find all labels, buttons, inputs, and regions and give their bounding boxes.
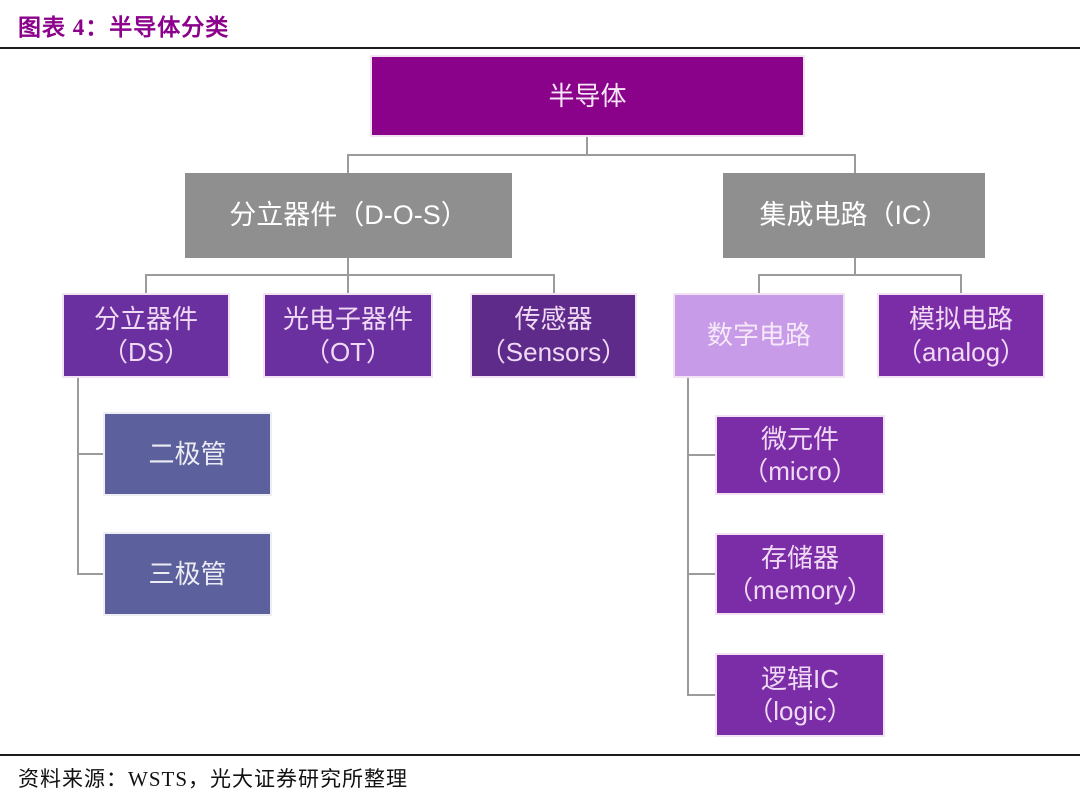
node-label: 传感器 [514, 304, 593, 334]
connector-line [347, 154, 856, 156]
node-sublabel: （micro） [742, 456, 858, 486]
node-label: 分立器件（D-O-S） [229, 199, 468, 230]
connector-line [553, 275, 555, 293]
node-label: 分立器件 [93, 304, 198, 334]
connector-line [145, 274, 555, 276]
connector-line [586, 137, 588, 155]
node-label: 微元件 [760, 423, 839, 454]
node-label: 光电子器件 [282, 304, 413, 334]
node-sensors: 传感器 （Sensors） [470, 293, 637, 378]
node-discrete-ds: 分立器件 （DS） [62, 293, 230, 378]
connector-line [687, 454, 715, 456]
footer-divider [0, 754, 1080, 756]
connector-line [687, 694, 715, 696]
node-sublabel: （memory） [727, 575, 873, 605]
node-triode: 三极管 [103, 532, 272, 616]
header-divider [0, 47, 1080, 49]
connector-line [347, 258, 349, 275]
node-sublabel: （analog） [895, 336, 1027, 367]
connector-line [687, 573, 715, 575]
node-diode: 二极管 [103, 412, 272, 496]
source-note: 资料来源：WSTS，光大证券研究所整理 [18, 767, 409, 791]
connector-line [77, 453, 103, 455]
node-label: 数字电路 [706, 320, 811, 351]
node-sublabel: （DS） [101, 336, 191, 367]
node-optoelectronics: 光电子器件 （OT） [263, 293, 433, 378]
node-sublabel: （Sensors） [479, 336, 628, 367]
connector-line [687, 378, 689, 695]
connector-line [347, 155, 349, 173]
connector-line [77, 378, 79, 575]
connector-line [347, 275, 349, 293]
connector-line [758, 274, 962, 276]
node-label: 模拟电路 [908, 304, 1013, 334]
node-sublabel: （logic） [747, 696, 853, 726]
node-digital-circuit: 数字电路 [673, 293, 845, 378]
node-label: 逻辑IC [760, 663, 839, 694]
node-micro-components: 微元件 （micro） [715, 415, 885, 495]
node-label: 半导体 [548, 80, 627, 111]
node-integrated-circuit: 集成电路（IC） [723, 173, 985, 258]
connector-line [77, 573, 103, 575]
node-label: 存储器 [760, 542, 839, 573]
node-label: 三极管 [148, 558, 227, 589]
node-semiconductor: 半导体 [370, 55, 805, 137]
connector-line [960, 275, 962, 293]
connector-line [145, 275, 147, 293]
connector-line [854, 155, 856, 173]
node-label: 集成电路（IC） [759, 199, 949, 230]
connector-line [854, 258, 856, 275]
node-label: 二极管 [148, 438, 227, 469]
node-sublabel: （OT） [303, 336, 393, 367]
connector-line [758, 275, 760, 293]
node-logic-ic: 逻辑IC （logic） [715, 653, 885, 737]
chart-title: 图表 4：半导体分类 [18, 15, 230, 40]
node-discrete-devices-dos: 分立器件（D-O-S） [185, 173, 512, 258]
node-analog-circuit: 模拟电路 （analog） [877, 293, 1045, 378]
node-memory: 存储器 （memory） [715, 533, 885, 615]
